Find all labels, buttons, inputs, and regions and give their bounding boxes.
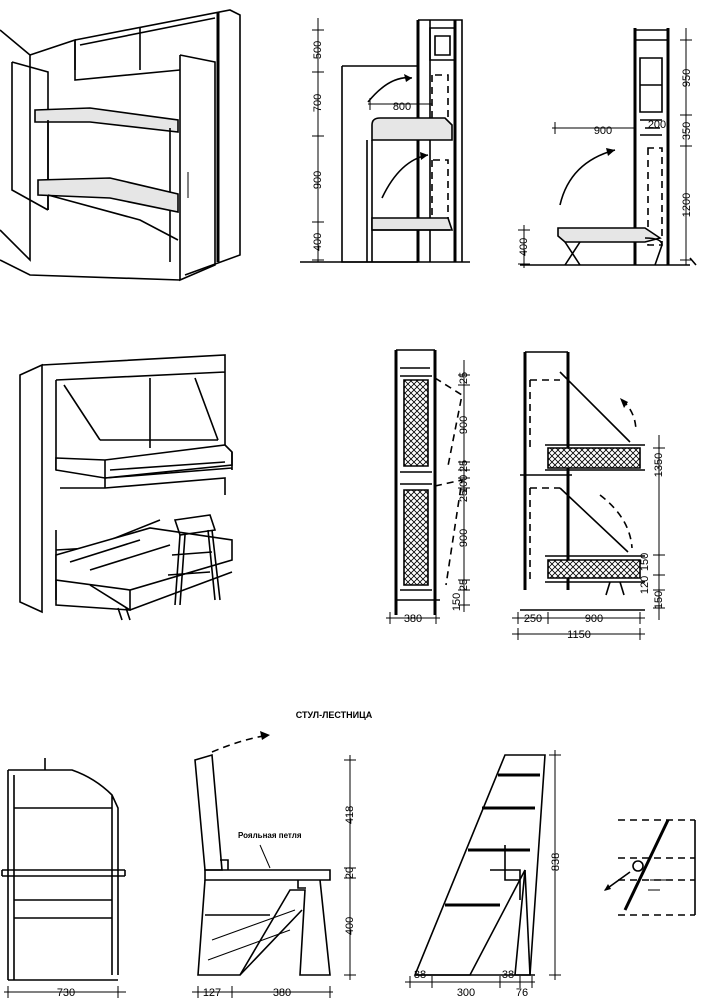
- dim-label: 350: [681, 122, 693, 140]
- dim-label: 200: [648, 119, 666, 131]
- dim-label: 38: [414, 969, 426, 981]
- dim-label: 900: [458, 529, 470, 547]
- hinge-detail: [604, 819, 696, 916]
- section-title: СТУЛ-ЛЕСТНИЦА: [296, 710, 373, 720]
- dim-label: 1350: [653, 453, 665, 477]
- side-section-bunk-1: 500 700 900 400 800: [300, 18, 470, 263]
- dim-label: 1200: [681, 193, 693, 217]
- side-section-bunk-2: 900 200 950 350 1200 400: [518, 28, 697, 268]
- hinge-label: Рояльная петля: [238, 831, 302, 840]
- dim-label: 25: [458, 579, 470, 591]
- dim-label: 20: [344, 867, 356, 879]
- dim-label: 900: [312, 171, 324, 189]
- dim-label: 250: [524, 613, 542, 625]
- dim-label: 120: [639, 576, 651, 594]
- wall-section-2: 1350 150 120 150 250 900 1150: [512, 351, 665, 641]
- dim-label: 380: [404, 613, 422, 625]
- dim-label: 150: [451, 593, 463, 611]
- dim-label: 730: [57, 987, 75, 999]
- dim-label: 900: [458, 416, 470, 434]
- wall-section-1: 25 900 25 100 25 900 25 150 380: [386, 349, 470, 625]
- dim-label: 300: [457, 987, 475, 999]
- chair-side-view: Рояльная петля 418 20 400 127 380: [192, 731, 356, 999]
- dim-label: 25: [458, 372, 470, 384]
- dim-label: 100: [458, 475, 470, 493]
- dim-label: 380: [273, 987, 291, 999]
- dim-label: 418: [344, 806, 356, 824]
- dim-label: 25: [458, 490, 470, 502]
- dim-label: 900: [585, 613, 603, 625]
- dim-label: 950: [681, 69, 693, 87]
- dim-label: 25: [458, 460, 470, 472]
- dim-label: 150: [639, 553, 651, 571]
- dim-label: 150: [653, 591, 665, 609]
- dim-label: 1150: [567, 629, 591, 641]
- dim-label: 400: [344, 917, 356, 935]
- dim-label: 800: [393, 101, 411, 113]
- dim-label: 900: [594, 125, 612, 137]
- dim-label: 400: [518, 238, 530, 256]
- dim-label: 76: [516, 987, 528, 999]
- ladder-view: 838 38 300 38 76: [405, 750, 562, 999]
- dim-label: 400: [312, 233, 324, 251]
- dim-label: 500: [312, 41, 324, 59]
- perspective-bunk-bed-2: [19, 354, 233, 621]
- dim-label: 38: [502, 969, 514, 981]
- dim-label: 700: [312, 94, 324, 112]
- perspective-bunk-bed-1: [0, 9, 241, 282]
- chair-front-view: 730: [1, 758, 126, 999]
- dim-label: 838: [550, 853, 562, 871]
- dim-label: 127: [203, 987, 221, 999]
